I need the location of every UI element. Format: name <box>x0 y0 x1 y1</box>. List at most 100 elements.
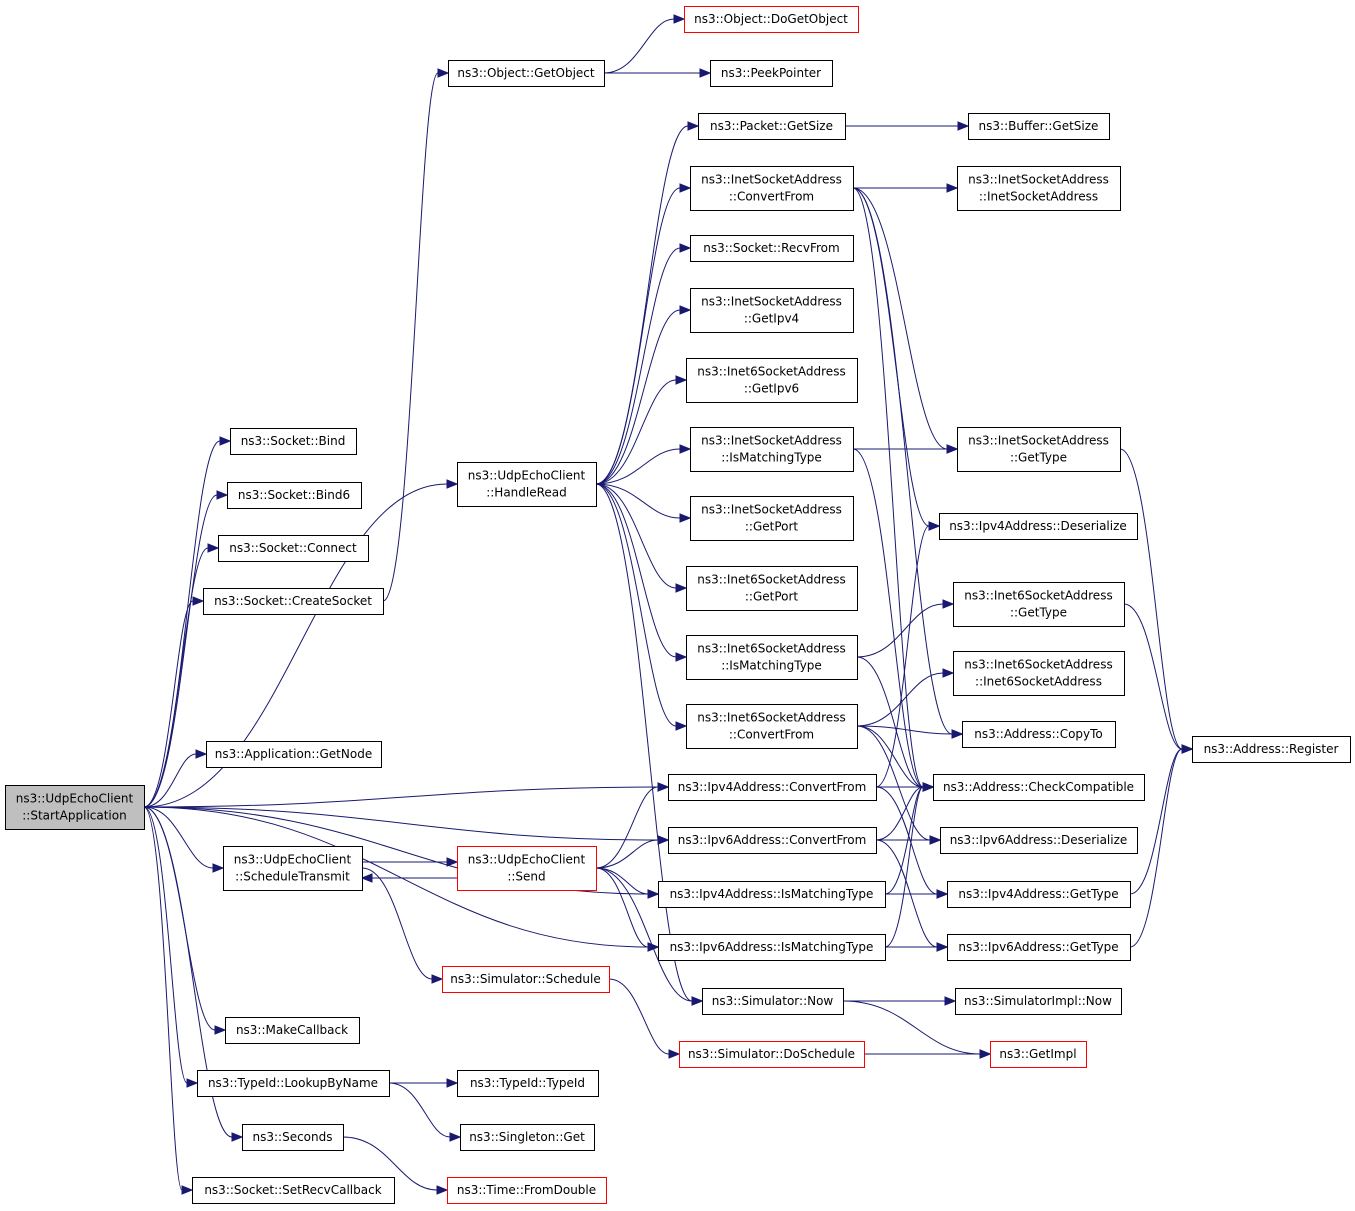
edge-getObject-to-doGetObject <box>603 18 675 74</box>
node-label-doGetObject-0: ns3::Object::DoGetObject <box>694 12 848 26</box>
node-recvFrom[interactable]: ns3::Socket::RecvFrom <box>690 235 854 262</box>
node-box-inetGetType <box>957 427 1121 472</box>
arrowhead-handleRead-to-inet6ConvertFrom <box>675 721 688 731</box>
function-nodes: ns3::UdpEchoClient::StartApplicationns3:… <box>5 6 1351 1204</box>
node-inet6Ctor[interactable]: ns3::Inet6SocketAddress::Inet6SocketAddr… <box>953 651 1125 696</box>
edge-send-to-ipv6ConvertFrom <box>595 839 659 869</box>
arrowhead-start-to-handleRead <box>446 479 459 489</box>
node-seconds[interactable]: ns3::Seconds <box>242 1124 344 1151</box>
node-singletonGet[interactable]: ns3::Singleton::Get <box>460 1124 595 1151</box>
arrowhead-inet6ConvertFrom-to-addrCopyTo <box>951 729 964 739</box>
node-label-inet6GetPort-0: ns3::Inet6SocketAddress <box>697 573 845 587</box>
node-connect[interactable]: ns3::Socket::Connect <box>218 535 369 562</box>
node-inetCtor[interactable]: ns3::InetSocketAddress::InetSocketAddres… <box>957 166 1121 211</box>
node-ipv6GetType[interactable]: ns3::Ipv6Address::GetType <box>947 934 1131 961</box>
arrowhead-getObject-to-peekPointer <box>699 68 712 78</box>
node-box-singletonGet <box>460 1124 595 1151</box>
arrowhead-handleRead-to-inetGetIpv4 <box>679 305 692 315</box>
node-ipv4IsMatching[interactable]: ns3::Ipv4Address::IsMatchingType <box>658 881 886 908</box>
node-simImplNow[interactable]: ns3::SimulatorImpl::Now <box>955 988 1122 1015</box>
node-ipv4GetType[interactable]: ns3::Ipv4Address::GetType <box>947 881 1131 908</box>
node-simNow[interactable]: ns3::Simulator::Now <box>702 988 844 1015</box>
node-inet6GetPort[interactable]: ns3::Inet6SocketAddress::GetPort <box>686 566 858 611</box>
node-inetGetIpv4[interactable]: ns3::InetSocketAddress::GetIpv4 <box>690 288 854 333</box>
node-ipv6Deserialize[interactable]: ns3::Ipv6Address::Deserialize <box>940 827 1138 854</box>
node-label-timeFromDouble-0: ns3::Time::FromDouble <box>457 1183 596 1197</box>
node-handleRead[interactable]: ns3::UdpEchoClient::HandleRead <box>457 462 597 507</box>
node-typeIdCtor[interactable]: ns3::TypeId::TypeId <box>457 1070 599 1097</box>
node-ipv4ConvertFrom[interactable]: ns3::Ipv4Address::ConvertFrom <box>668 774 877 801</box>
edge-handleRead-to-inet6GetPort <box>595 483 677 589</box>
node-inetGetPort[interactable]: ns3::InetSocketAddress::GetPort <box>690 496 854 541</box>
node-ipv6ConvertFrom[interactable]: ns3::Ipv6Address::ConvertFrom <box>668 827 877 854</box>
node-label-inetGetPort-0: ns3::InetSocketAddress <box>701 503 842 517</box>
node-box-inetCtor <box>957 166 1121 211</box>
arrowhead-simNow-to-simImplNow <box>944 996 957 1006</box>
node-inet6GetIpv6[interactable]: ns3::Inet6SocketAddress::GetIpv6 <box>686 358 858 403</box>
node-inetConvertFrom[interactable]: ns3::InetSocketAddress::ConvertFrom <box>690 166 854 211</box>
node-addrCheckCompat[interactable]: ns3::Address::CheckCompatible <box>933 774 1145 801</box>
node-createSocket[interactable]: ns3::Socket::CreateSocket <box>203 588 384 615</box>
node-inetIsMatching[interactable]: ns3::InetSocketAddress::IsMatchingType <box>690 427 854 472</box>
edge-start-to-ipv4ConvertFrom <box>143 786 659 808</box>
node-bind6[interactable]: ns3::Socket::Bind6 <box>227 482 362 509</box>
edge-seconds-to-timeFromDouble <box>342 1136 438 1191</box>
node-scheduleTransmit[interactable]: ns3::UdpEchoClient::ScheduleTransmit <box>223 846 363 891</box>
node-addrRegister[interactable]: ns3::Address::Register <box>1192 736 1351 763</box>
node-label-inet6Ctor-0: ns3::Inet6SocketAddress <box>964 658 1112 672</box>
node-bind[interactable]: ns3::Socket::Bind <box>230 428 357 455</box>
arrowhead-start-to-lookupByName <box>186 1078 199 1088</box>
edge-handleRead-to-inetIsMatching <box>595 448 681 485</box>
node-box-inet6ConvertFrom <box>686 704 858 749</box>
node-label-send-1: ::Send <box>507 870 545 884</box>
node-addrCopyTo[interactable]: ns3::Address::CopyTo <box>962 721 1116 748</box>
node-ipv4Deserialize[interactable]: ns3::Ipv4Address::Deserialize <box>939 513 1138 540</box>
node-setRecvCallback[interactable]: ns3::Socket::SetRecvCallback <box>192 1177 395 1204</box>
node-doGetObject[interactable]: ns3::Object::DoGetObject <box>684 6 859 33</box>
node-simDoSchedule[interactable]: ns3::Simulator::DoSchedule <box>679 1041 865 1068</box>
node-getImpl[interactable]: ns3::GetImpl <box>990 1041 1087 1068</box>
edge-lookupByName-to-singletonGet <box>388 1082 451 1138</box>
arrowhead-ipv6IsMatching-to-ipv6GetType <box>936 942 949 952</box>
node-box-start <box>5 785 145 830</box>
node-peekPointer[interactable]: ns3::PeekPointer <box>710 60 833 87</box>
arrowhead-start-to-bind <box>219 436 232 446</box>
node-box-inet6Ctor <box>953 651 1125 696</box>
edge-send-to-ipv4IsMatching <box>595 867 649 895</box>
node-inet6IsMatching[interactable]: ns3::Inet6SocketAddress::IsMatchingType <box>686 635 858 680</box>
node-send[interactable]: ns3::UdpEchoClient::Send <box>457 846 597 891</box>
node-inet6ConvertFrom[interactable]: ns3::Inet6SocketAddress::ConvertFrom <box>686 704 858 749</box>
node-inetGetType[interactable]: ns3::InetSocketAddress::GetType <box>957 427 1121 472</box>
node-box-simSchedule <box>442 966 610 993</box>
node-label-inet6ConvertFrom-1: ::ConvertFrom <box>729 728 814 742</box>
arrowhead-inet6IsMatching-to-inet6GetType <box>942 599 955 609</box>
node-label-recvFrom-0: ns3::Socket::RecvFrom <box>703 241 839 255</box>
arrowhead-handleRead-to-inetGetPort <box>679 513 692 523</box>
node-simSchedule[interactable]: ns3::Simulator::Schedule <box>442 966 610 993</box>
node-lookupByName[interactable]: ns3::TypeId::LookupByName <box>197 1070 390 1097</box>
node-ipv6IsMatching[interactable]: ns3::Ipv6Address::IsMatchingType <box>658 934 886 961</box>
node-label-handleRead-0: ns3::UdpEchoClient <box>468 469 586 483</box>
edge-handleRead-to-inetGetPort <box>595 483 681 519</box>
node-packetGetSize[interactable]: ns3::Packet::GetSize <box>698 113 846 140</box>
node-box-timeFromDouble <box>447 1177 607 1204</box>
node-start[interactable]: ns3::UdpEchoClient::StartApplication <box>5 785 145 830</box>
arrowhead-handleRead-to-inet6IsMatching <box>675 652 688 662</box>
edge-start-to-lookupByName <box>143 806 188 1084</box>
node-label-singletonGet-0: ns3::Singleton::Get <box>469 1130 585 1144</box>
node-inet6GetType[interactable]: ns3::Inet6SocketAddress::GetType <box>953 582 1125 627</box>
arrowhead-start-to-createSocket <box>192 596 205 606</box>
node-getNode[interactable]: ns3::Application::GetNode <box>206 741 382 768</box>
edge-start-to-ipv6ConvertFrom <box>143 806 659 841</box>
arrowhead-inetIsMatching-to-inetGetType <box>946 444 959 454</box>
node-box-ipv6IsMatching <box>658 934 886 961</box>
node-bufferGetSize[interactable]: ns3::Buffer::GetSize <box>968 113 1110 140</box>
node-label-ipv6Deserialize-0: ns3::Ipv6Address::Deserialize <box>950 833 1128 847</box>
node-getObject[interactable]: ns3::Object::GetObject <box>448 60 605 87</box>
node-box-bind6 <box>227 482 362 509</box>
arrowhead-send-to-simNow <box>691 996 704 1006</box>
node-label-inet6GetIpv6-1: ::GetIpv6 <box>744 382 799 396</box>
node-timeFromDouble[interactable]: ns3::Time::FromDouble <box>447 1177 607 1204</box>
node-label-inetConvertFrom-0: ns3::InetSocketAddress <box>701 173 842 187</box>
node-makeCallback[interactable]: ns3::MakeCallback <box>225 1017 360 1044</box>
